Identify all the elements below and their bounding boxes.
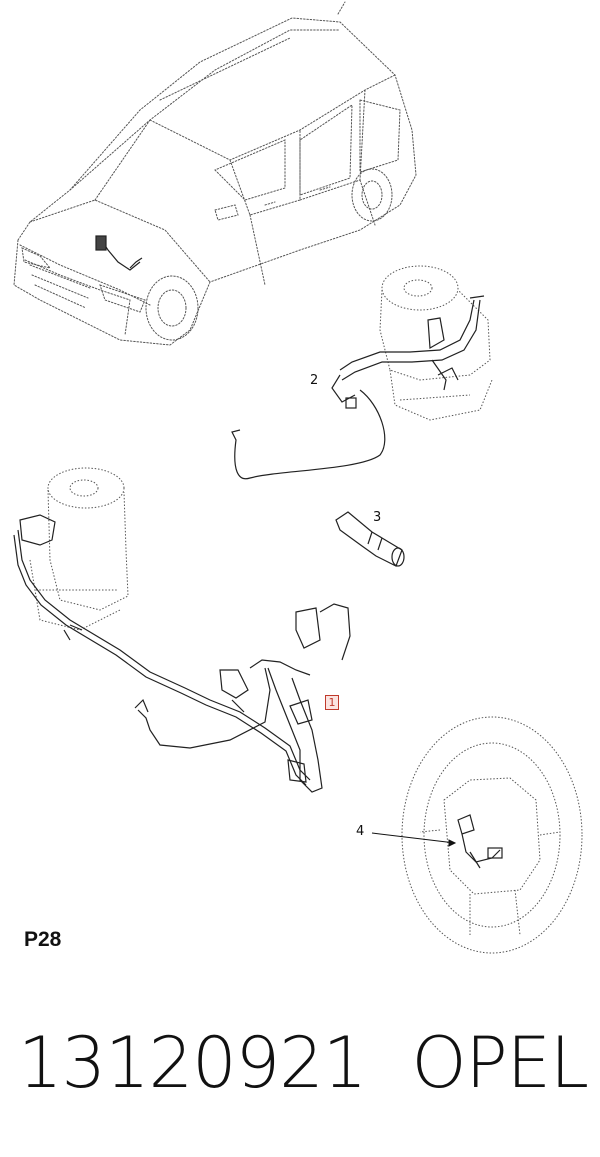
callout-4: 4 xyxy=(356,824,365,839)
page-reference: P28 xyxy=(24,928,62,951)
brand-name: OPEL xyxy=(411,1022,589,1104)
callout-3: 3 xyxy=(373,510,382,525)
part-number: 13120921 xyxy=(18,1022,367,1104)
footer: 13120921 OPEL xyxy=(18,1018,589,1108)
callout-2: 2 xyxy=(310,373,319,388)
callout-1-highlighted[interactable]: 1 xyxy=(325,695,339,710)
